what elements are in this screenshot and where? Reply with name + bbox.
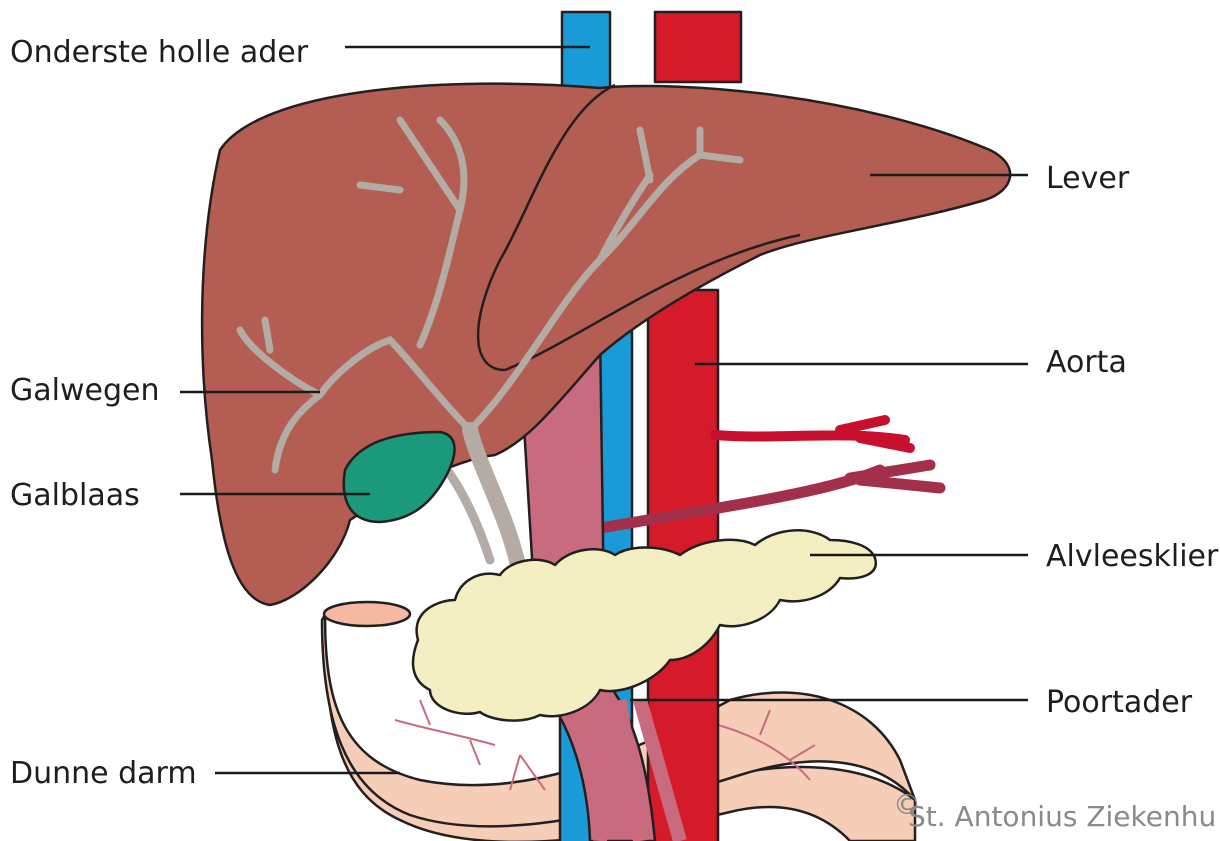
label-dunne-darm: Dunne darm xyxy=(10,756,197,791)
label-aorta: Aorta xyxy=(1046,345,1127,380)
label-galblaas: Galblaas xyxy=(10,478,140,513)
aorta-upper xyxy=(655,12,741,82)
label-lever: Lever xyxy=(1046,161,1130,196)
label-alvleesklier: Alvleesklier xyxy=(1046,539,1219,574)
label-galwegen: Galwegen xyxy=(10,373,159,408)
aorta-branch-upper xyxy=(715,420,910,448)
copyright: © St. Antonius Ziekenhu xyxy=(893,788,1216,833)
copyright-text: St. Antonius Ziekenhu xyxy=(908,800,1216,833)
label-poortader: Poortader xyxy=(1046,685,1193,720)
pancreas xyxy=(413,530,876,720)
aorta-branch-lower xyxy=(590,465,940,530)
label-onderste-holle-ader: Onderste holle ader xyxy=(10,35,309,70)
small-intestine-opening xyxy=(324,602,410,626)
